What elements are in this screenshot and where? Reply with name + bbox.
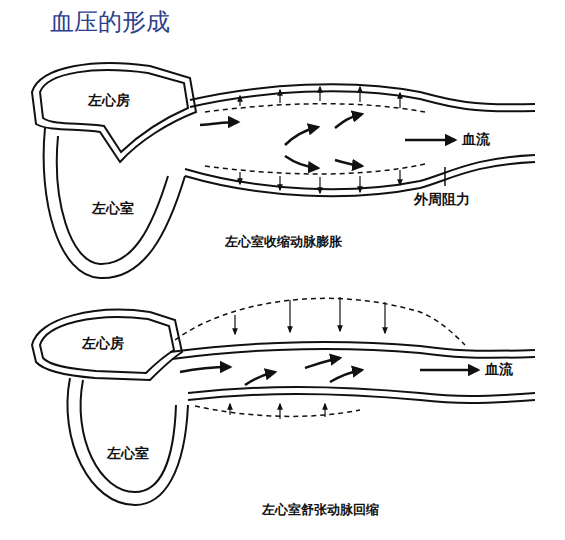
- left-ventricle-wall-inner: [81, 380, 176, 492]
- part-name: 外周阻力: [414, 191, 470, 208]
- artery-wall: [172, 349, 535, 359]
- left-atrium-wall-inner: [40, 70, 188, 152]
- artery-wall: [188, 387, 535, 396]
- artery-wall: [190, 91, 535, 111]
- figure-caption: 左心室舒张动脉回缩: [262, 502, 379, 518]
- part-name: 左心室: [92, 200, 134, 217]
- artery-wall: [170, 342, 535, 352]
- flow-label: 血流: [462, 131, 490, 148]
- left-atrium-wall-inner: [40, 317, 174, 373]
- artery-wall: [185, 162, 535, 196]
- artery-wall: [190, 84, 535, 104]
- left-ventricle-wall: [44, 128, 185, 278]
- dashed-line: [195, 406, 360, 416]
- figure-caption: 左心室收缩动脉膨胀: [225, 234, 342, 250]
- expansion-arrows: [240, 87, 400, 193]
- recoil-arrows: [230, 297, 385, 419]
- left-ventricle-wall: [67, 378, 188, 505]
- part-name: 左心室: [107, 445, 149, 462]
- flow-label: 血流: [485, 361, 513, 378]
- flow-arrows: [200, 114, 455, 168]
- bottom-figure: [32, 297, 535, 505]
- flow-arrows: [180, 358, 478, 385]
- dashed-line: [205, 104, 425, 112]
- left-atrium-wall: [32, 310, 182, 380]
- part-name: 左心房: [88, 92, 130, 109]
- part-name: 左心房: [82, 335, 124, 352]
- leader-line: [444, 167, 446, 186]
- dashed-line: [205, 164, 425, 174]
- top-figure: [32, 63, 535, 278]
- diagram-title: 血压的形成: [50, 8, 170, 37]
- dashed-line: [175, 298, 465, 345]
- left-ventricle-wall-inner: [57, 136, 168, 264]
